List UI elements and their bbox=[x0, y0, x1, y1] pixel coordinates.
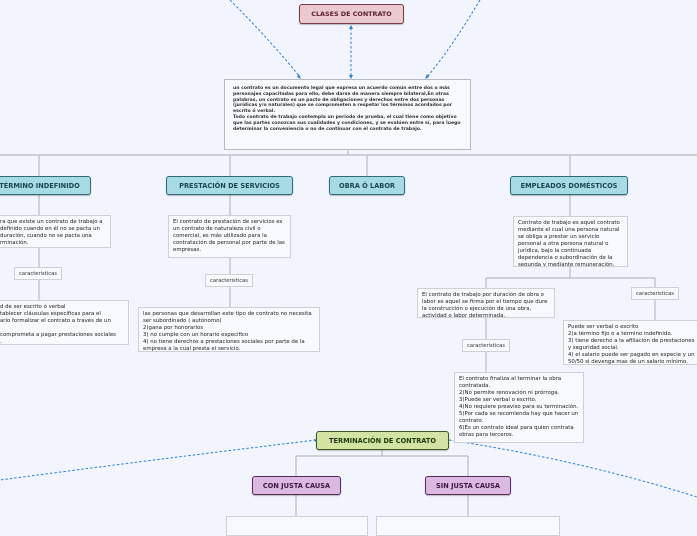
prestacion-details[interactable]: las personas que desarrollan este tipo d… bbox=[138, 307, 320, 352]
obra-description[interactable]: El contrato de trabajo por duración de o… bbox=[417, 288, 555, 318]
branch-obra-labor[interactable]: OBRA Ó LABOR bbox=[329, 176, 405, 195]
branch-empleados-domesticos[interactable]: EMPLEADOS DOMÉSTICOS bbox=[510, 176, 628, 195]
obra-details[interactable]: El contrato finaliza al terminar la obra… bbox=[454, 372, 584, 443]
connector-lines bbox=[0, 0, 697, 516]
sin-justa-causa-node[interactable]: SIN JUSTA CAUSA bbox=[425, 476, 511, 495]
definition-box[interactable]: un contrato es un documento legal que ex… bbox=[224, 79, 471, 150]
empleados-description[interactable]: Contrato de trabajo es aquel contrato me… bbox=[513, 216, 628, 267]
obra-caracteristicas[interactable]: caracteristicas bbox=[462, 339, 510, 352]
prestacion-caracteristicas[interactable]: caracteristicas bbox=[205, 274, 253, 287]
branch-termino-indefinido[interactable]: TÉRMINO INDEFINIDO bbox=[0, 176, 91, 195]
empleados-details[interactable]: Puede ser verbal o escrito 2)a término f… bbox=[563, 320, 697, 365]
termination-node[interactable]: TERMINACIÓN DE CONTRATO bbox=[316, 431, 449, 450]
indefinido-caracteristicas[interactable]: caracteristicas bbox=[14, 267, 62, 280]
con-justa-causa-node[interactable]: CON JUSTA CAUSA bbox=[252, 476, 341, 495]
prestacion-description[interactable]: El contrato de prestación de servicios e… bbox=[168, 215, 291, 258]
branch-prestacion-servicios[interactable]: PRESTACIÓN DE SERVICIOS bbox=[166, 176, 293, 195]
empleados-caracteristicas[interactable]: caracteristicas bbox=[631, 287, 679, 300]
con-justa-causa-box[interactable] bbox=[226, 516, 368, 536]
root-title[interactable]: CLASES DE CONTRATO bbox=[299, 4, 404, 24]
indefinido-details[interactable]: d de ser escrito ó verbal tablecer cláus… bbox=[0, 300, 129, 345]
sin-justa-causa-box[interactable] bbox=[376, 516, 560, 536]
indefinido-description[interactable]: ra que existe un contrato de trabajo a d… bbox=[0, 215, 111, 248]
